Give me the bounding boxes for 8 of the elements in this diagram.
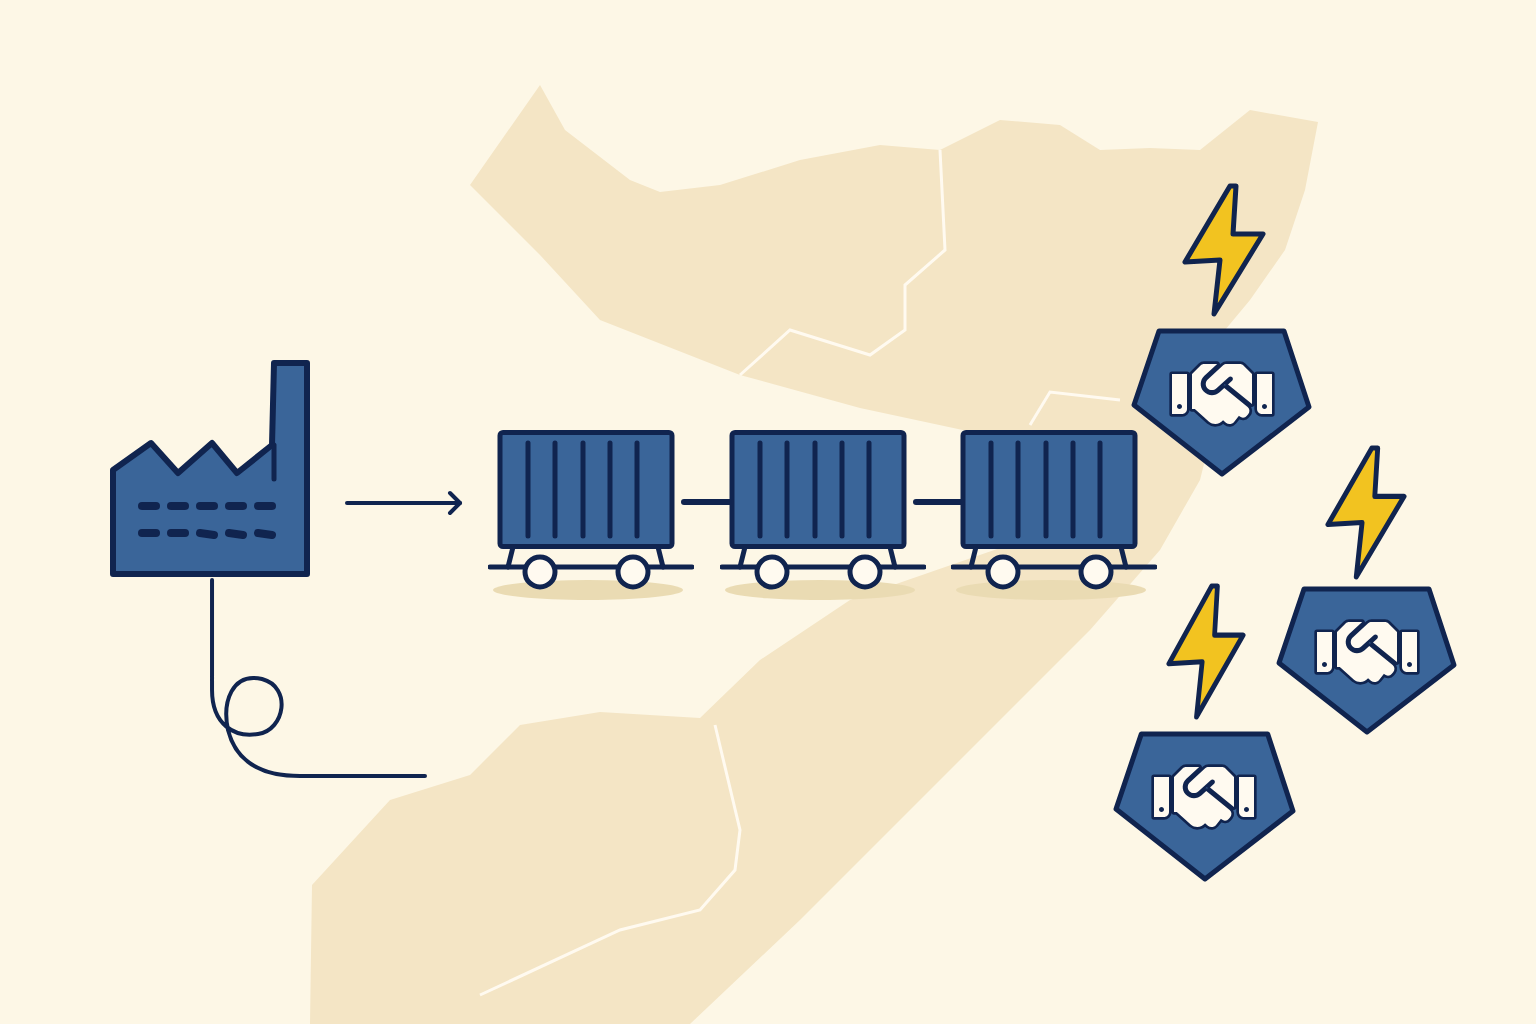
wagon-drawing (720, 430, 926, 602)
arrow (345, 491, 462, 515)
wagon-drawing (488, 430, 694, 602)
shield-badge (1276, 586, 1458, 736)
shield-badge (1131, 328, 1313, 478)
cable-line (210, 578, 427, 778)
wagon-drawing (951, 430, 1157, 602)
shield-badge (1113, 731, 1297, 883)
